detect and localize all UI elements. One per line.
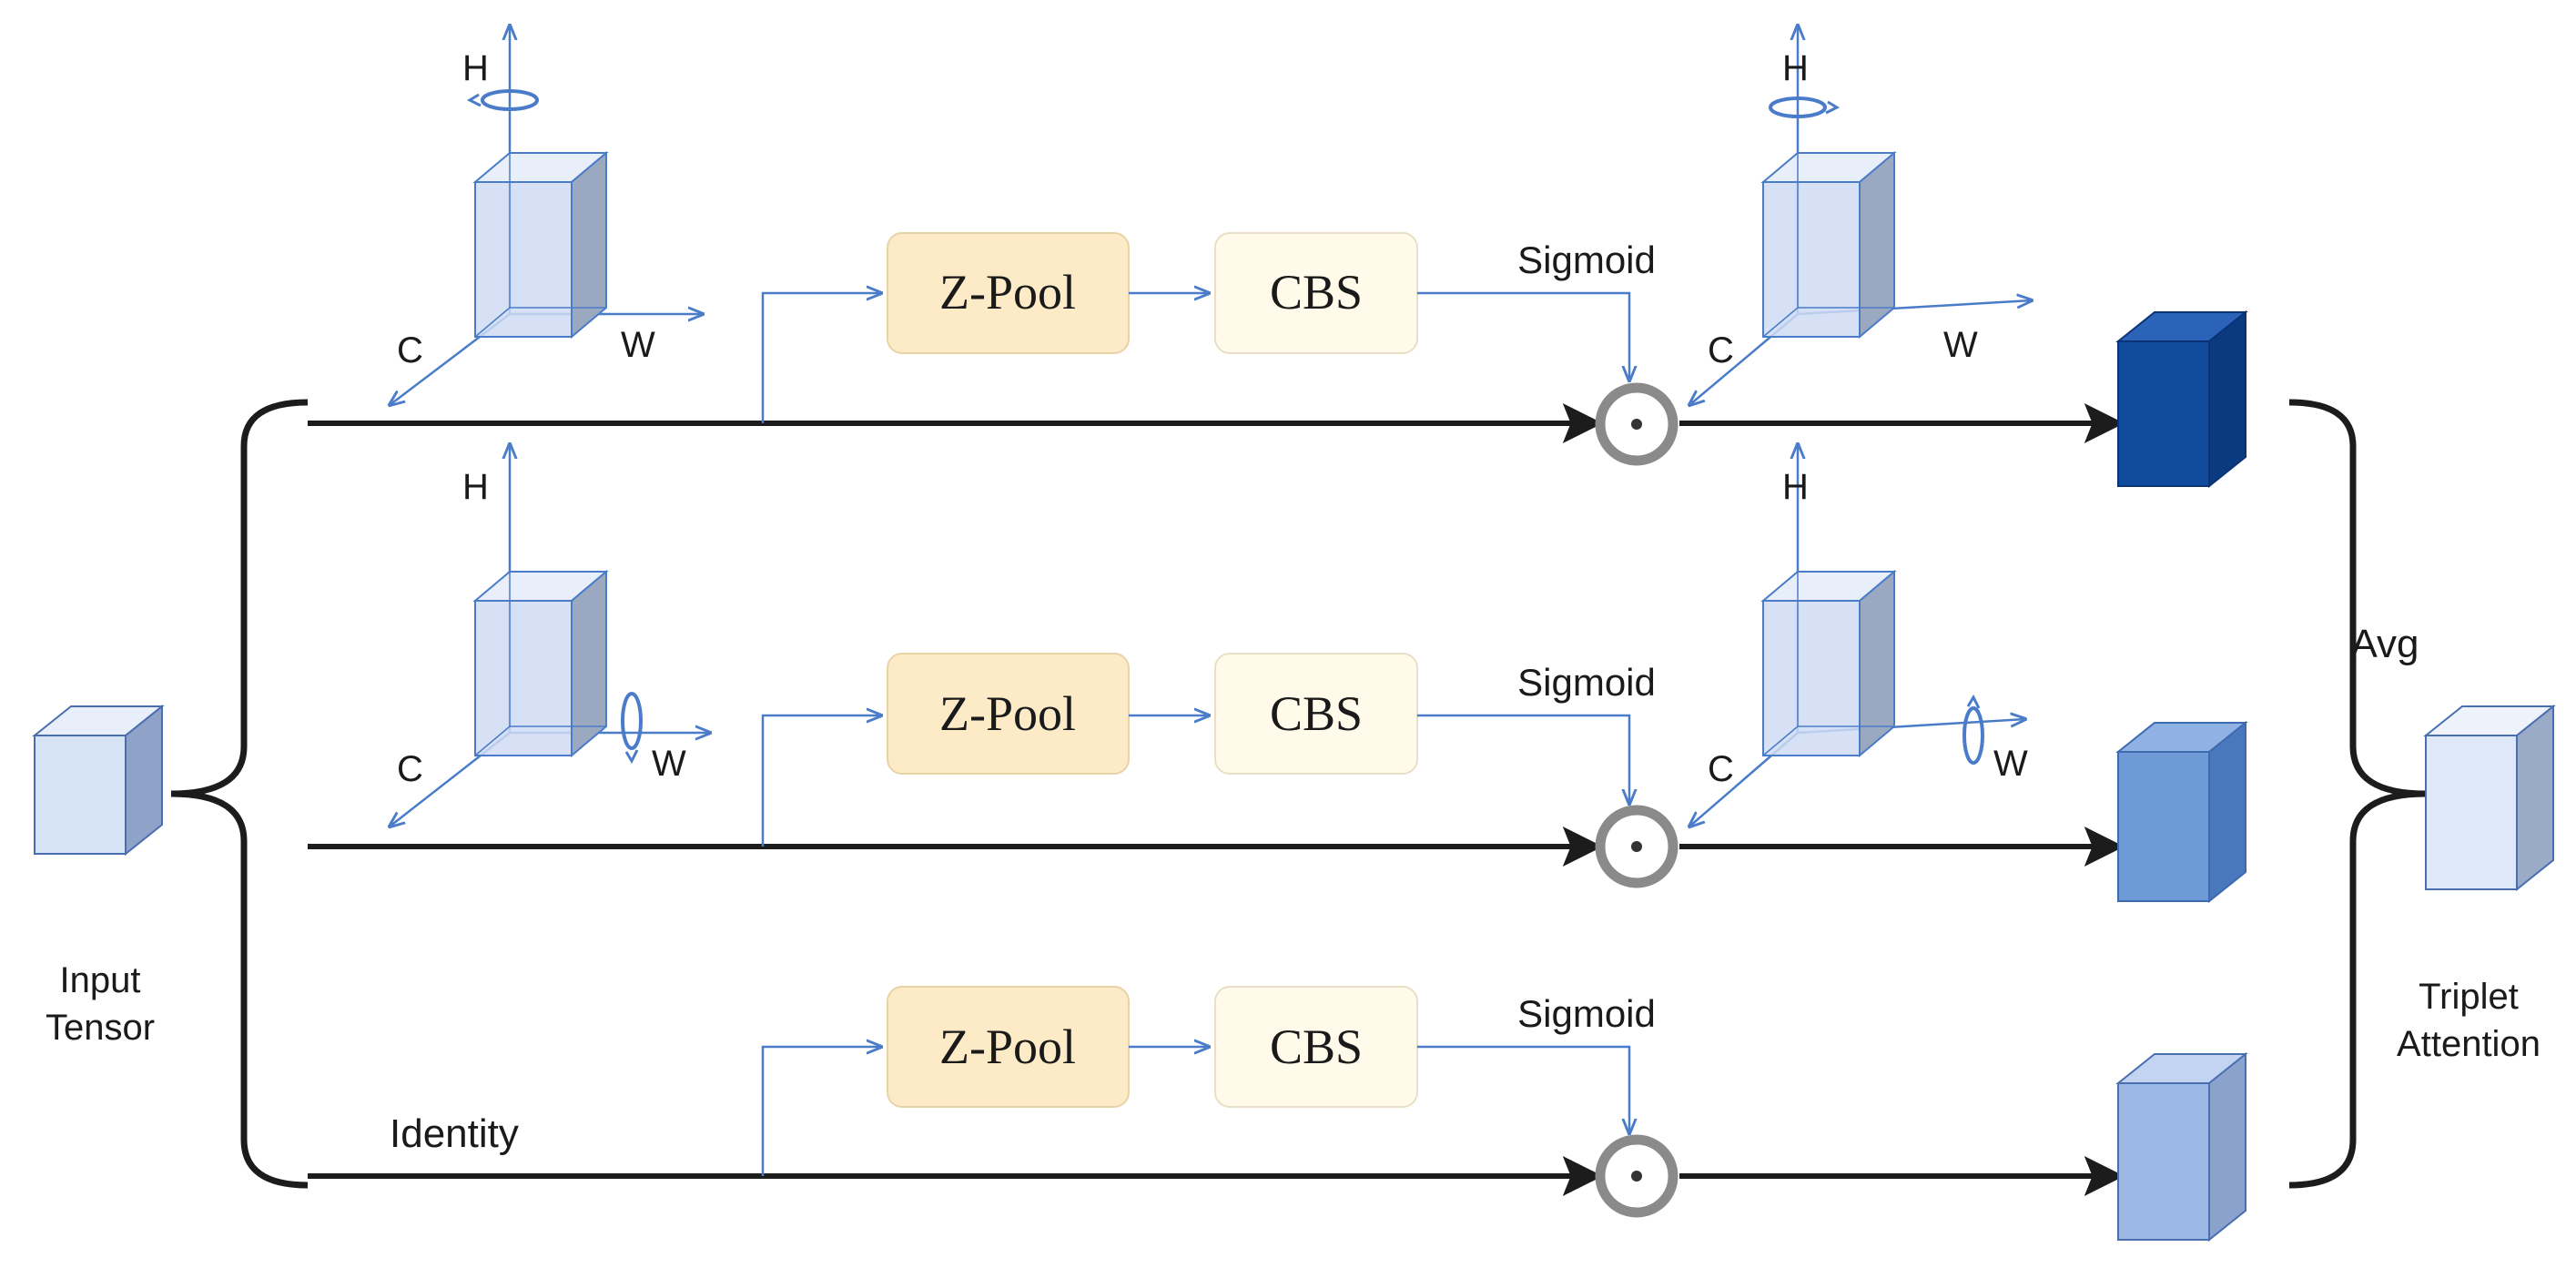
axis-glyph-branch-2-input: H W C (390, 444, 710, 827)
branch-2-sigmoid-label: Sigmoid (1517, 661, 1656, 704)
triplet-attention-cube (2423, 704, 2556, 892)
branch-3-cbs-label: CBS (1270, 1019, 1363, 1074)
branch-2-cbs-box (1214, 653, 1418, 775)
branch-3: Z-Pool CBS Sigmoid (761, 986, 1678, 1218)
axis-h-label: H (1782, 467, 1809, 507)
branch-1-zpool-label: Z-Pool (939, 265, 1076, 320)
branch-1-cbs-label: CBS (1270, 265, 1363, 320)
input-label-line1: Input (60, 960, 141, 1000)
rotate-w-icon (621, 692, 643, 750)
branch-2-zpool-label: Z-Pool (939, 686, 1076, 741)
input-tensor-cube (32, 704, 165, 857)
branch-3-sigmoid-connector (1417, 1045, 1629, 1133)
branch-1-tap-connector (761, 293, 881, 423)
left-brace (170, 399, 309, 1189)
branch-3-tap-connector (761, 1047, 881, 1176)
branch-3-output-cube (2115, 1051, 2248, 1243)
axis-h-label: H (462, 467, 489, 507)
identity-label: Identity (390, 1111, 519, 1156)
branch-2-zpool-box (887, 653, 1130, 775)
branch-1-sigmoid-connector (1417, 291, 1629, 380)
output-label-line1: Triplet (2419, 977, 2519, 1017)
branch-2-multiply-dot (1631, 841, 1642, 852)
axis-w-label: W (652, 744, 686, 784)
rotate-h-back-icon (1769, 96, 1827, 118)
branch-3-sigmoid-label: Sigmoid (1517, 992, 1656, 1035)
branch-2-tap-connector (761, 715, 881, 847)
branch-2-output-cube (2115, 720, 2248, 904)
axis-glyph-branch-1-input: H W C (390, 25, 703, 405)
axis-c-label: C (1708, 330, 1734, 370)
branch-1-multiply-dot (1631, 419, 1642, 430)
output-label-line2: Attention (2397, 1024, 2541, 1064)
rotate-h-icon (481, 89, 539, 111)
axis-glyph-branch-1-output: H W C (1689, 25, 2032, 405)
axis-w-label: W (621, 325, 655, 365)
branch-2: Z-Pool CBS Sigmoid (761, 653, 1678, 888)
axis-w-label: W (1993, 744, 2028, 784)
branch-1-output-cube (2115, 309, 2248, 489)
axis-c-label: C (397, 330, 423, 370)
axis-c-label: C (397, 749, 423, 789)
right-brace (2288, 399, 2427, 1189)
input-label-line2: Tensor (46, 1008, 155, 1048)
axis-w-label: W (1943, 325, 1978, 365)
branch-3-multiply-dot (1631, 1171, 1642, 1182)
branch-2-sigmoid-connector (1417, 714, 1629, 804)
axis-h-label: H (462, 48, 489, 88)
branch-1-sigmoid-label: Sigmoid (1517, 238, 1656, 281)
branch-2-cbs-label: CBS (1270, 686, 1363, 741)
branch-1: Z-Pool CBS Sigmoid (761, 232, 1678, 466)
rotate-w-back-icon (1962, 706, 1984, 765)
avg-label: Avg (2350, 622, 2419, 666)
branch-3-zpool-label: Z-Pool (939, 1019, 1076, 1074)
axis-c-label: C (1708, 749, 1734, 789)
axis-h-label: H (1782, 48, 1809, 88)
axis-glyph-branch-2-output: H W C (1689, 444, 2028, 827)
